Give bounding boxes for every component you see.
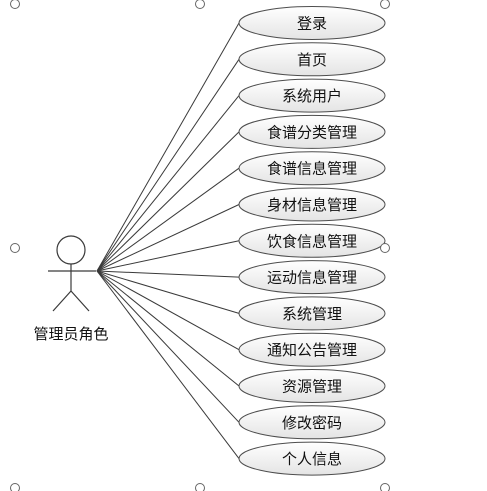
selection-handles [10, 0, 390, 491]
use-case-ellipse [238, 187, 386, 222]
use-case-label: 通知公告管理 [267, 341, 357, 359]
association-line [96, 95, 240, 272]
use-case-label: 系统用户 [282, 87, 342, 105]
use-case-label: 修改密码 [282, 414, 342, 432]
selection-handle[interactable] [195, 0, 205, 9]
use-case-label: 食谱分类管理 [267, 123, 357, 141]
actor-left-leg [52, 290, 72, 312]
use-case-ellipse [238, 223, 386, 258]
association-line [96, 240, 240, 272]
use-case-ellipse [238, 78, 386, 113]
use-case-ellipse [238, 114, 386, 149]
use-case-5[interactable]: 食谱信息管理 [238, 151, 386, 186]
use-case-10[interactable]: 通知公告管理 [238, 332, 386, 367]
use-case-2[interactable]: 首页 [238, 42, 386, 77]
use-case-label: 运动信息管理 [267, 269, 357, 287]
association-line [96, 270, 240, 278]
use-case-ellipse [238, 260, 386, 295]
use-case-3[interactable]: 系统用户 [238, 78, 386, 113]
use-case-label: 食谱信息管理 [267, 160, 357, 178]
association-line [96, 270, 240, 459]
use-case-4[interactable]: 食谱分类管理 [238, 114, 386, 149]
use-case-label: 个人信息 [282, 450, 342, 468]
selection-handle[interactable] [380, 483, 390, 491]
association-line [96, 270, 240, 423]
selection-handle[interactable] [10, 0, 20, 9]
use-case-1[interactable]: 登录 [238, 6, 386, 40]
use-case-label: 系统管理 [282, 305, 342, 323]
association-line [96, 270, 240, 351]
use-case-ellipse [238, 42, 386, 77]
use-case-label: 首页 [297, 51, 327, 69]
use-case-8[interactable]: 运动信息管理 [238, 260, 386, 295]
use-case-13[interactable]: 个人信息 [238, 441, 386, 476]
use-case-7[interactable]: 饮食信息管理 [238, 223, 386, 258]
use-case-ellipse [238, 405, 386, 440]
actor-right-leg [70, 290, 90, 312]
selection-handle[interactable] [10, 243, 20, 253]
use-case-6[interactable]: 身材信息管理 [238, 187, 386, 222]
use-case-ellipse [238, 296, 386, 331]
use-case-label: 资源管理 [282, 378, 342, 396]
actor-head [56, 235, 86, 265]
use-case-ellipse [238, 441, 386, 476]
actor-label: 管理员角色 [33, 325, 108, 343]
association-line [96, 204, 240, 272]
selection-handle[interactable] [195, 483, 205, 491]
actor-figure[interactable]: 管理员角色 [33, 235, 109, 343]
association-line [96, 22, 240, 272]
selection-handle[interactable] [380, 0, 390, 9]
use-case-11[interactable]: 资源管理 [238, 369, 386, 403]
use-case-12[interactable]: 修改密码 [238, 405, 386, 440]
selection-handle[interactable] [10, 483, 20, 491]
use-case-ellipse [238, 369, 386, 403]
selection-handle[interactable] [380, 243, 390, 253]
association-line [96, 167, 240, 272]
association-line [96, 131, 240, 272]
association-lines [96, 22, 240, 459]
association-line [96, 270, 240, 387]
use-case-ellipse [238, 6, 386, 40]
use-case-list: 登录首页系统用户食谱分类管理食谱信息管理身材信息管理饮食信息管理运动信息管理系统… [238, 6, 386, 476]
use-case-9[interactable]: 系统管理 [238, 296, 386, 331]
association-line [96, 270, 240, 314]
use-case-ellipse [238, 151, 386, 186]
use-case-label: 登录 [297, 15, 327, 33]
use-case-ellipse [238, 332, 386, 367]
use-case-label: 饮食信息管理 [267, 232, 357, 250]
use-case-label: 身材信息管理 [267, 196, 357, 214]
association-line [96, 59, 240, 272]
